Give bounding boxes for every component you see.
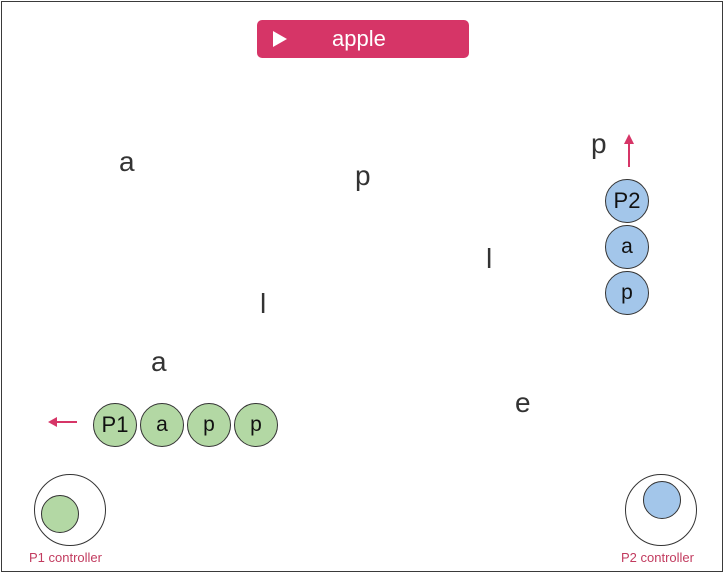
p1-snake-segment: p [234,403,278,447]
p2-snake-segment: p [605,271,649,315]
p2-snake-head: P2 [605,179,649,223]
letter-pickup: l [486,243,493,274]
p2-controller-joystick[interactable] [625,474,697,546]
play-icon[interactable] [273,31,287,47]
p1-snake-segment: a [140,403,184,447]
p1-joystick-knob[interactable] [41,495,79,533]
letter-pickup: l [260,288,267,319]
word-play-button[interactable]: apple [257,20,469,58]
p1-controller-label: P1 controller [29,550,102,565]
p2-snake-segment: a [605,225,649,269]
p2-direction-arrow-icon [624,134,634,167]
letter-pickup: p [355,160,371,191]
p1-controller-joystick[interactable] [34,474,106,546]
letter-pickup: a [151,346,167,377]
letter-pickup: a [119,146,135,177]
p1-snake-segment: p [187,403,231,447]
p1-snake-head: P1 [93,403,137,447]
p2-controller-label: P2 controller [621,550,694,565]
p1-direction-arrow-icon [48,417,77,427]
letter-pickup: e [515,387,531,418]
p2-joystick-knob[interactable] [643,481,681,519]
target-word: apple [332,26,386,51]
letter-pickup: p [591,128,607,159]
